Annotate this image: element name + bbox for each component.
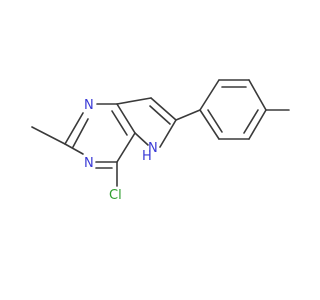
bond-c4a-c4: [116, 132, 136, 163]
bond-n3-c2: [64, 143, 84, 155]
bond-ar4-ar5: [248, 109, 267, 140]
bond-ar3-ar4: [248, 79, 267, 111]
bond-ar4-ar5-double: [243, 109, 259, 134]
bond-c7-c6: [150, 97, 177, 121]
bond-c2-methyl: [31, 126, 66, 145]
bond-n5-c4a: [134, 132, 149, 146]
atom-label-n1: N: [84, 98, 94, 113]
molecule-diagram: N N N H Cl: [31, 79, 290, 203]
atom-label-n3: N: [84, 156, 94, 171]
bond-c2-n1-double: [72, 118, 89, 148]
atom-label-cl: Cl: [109, 188, 122, 203]
bond-c2-n1: [64, 112, 84, 145]
bond-ar6-ar1: [199, 109, 220, 140]
bond-ar6-ar1-double: [207, 109, 223, 133]
bond-c6-n5: [159, 119, 177, 148]
bond-c7a-c7: [116, 97, 152, 105]
bond-c7a-c4a: [116, 103, 136, 134]
bond-c7-c6-double: [149, 105, 171, 125]
structure-canvas: N N N H Cl: [31, 79, 290, 203]
atom-label-nh-h: H: [142, 149, 152, 164]
atom-label-nh-n: N: [148, 141, 158, 156]
bond-c7a-c4a-double: [111, 110, 128, 136]
bond-ar1-ar2: [199, 79, 220, 111]
bond-c6-phenyl: [175, 109, 201, 121]
